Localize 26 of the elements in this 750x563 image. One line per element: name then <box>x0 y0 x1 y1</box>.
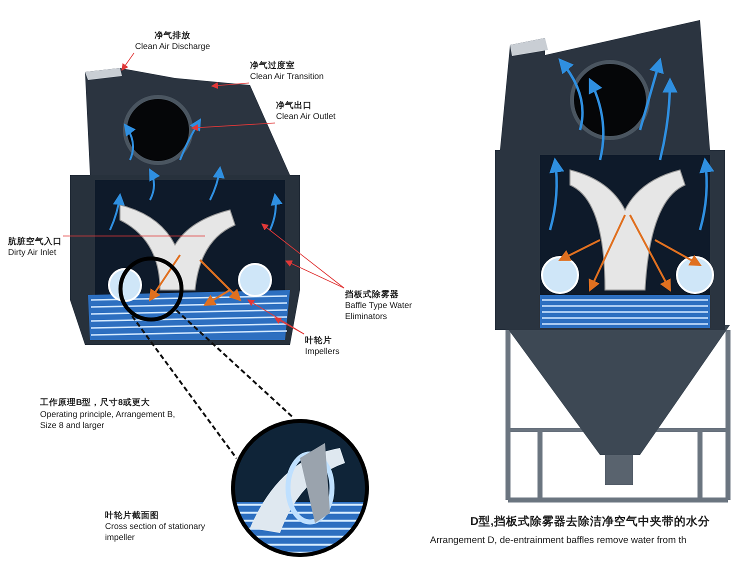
callout-label: Clean Air Transition <box>250 71 324 82</box>
dashed-line <box>176 309 295 419</box>
callout-label: Clean Air Outlet <box>276 111 336 122</box>
callout-label: 挡板式除雾器 <box>345 289 400 300</box>
dashed-line <box>131 315 238 459</box>
callout-label: 净气排放 <box>154 30 192 41</box>
callout-label: 肮脏空气入口 <box>8 236 62 247</box>
leader-line <box>285 260 344 288</box>
leader-line <box>211 82 250 89</box>
callout-label: Impellers <box>305 346 340 357</box>
callout-label: 净气出口 <box>276 100 313 111</box>
caption-text: 工作原理B型，尺寸8或更大 <box>40 397 151 408</box>
leader-line <box>274 318 304 334</box>
callout-label: Dirty Air Inlet <box>8 247 58 258</box>
caption-text: Operating principle, Arrangement B, Size 8 and larger <box>40 409 176 431</box>
caption-text: Arrangement D, de-entrainment baffles remove water from th <box>430 535 688 547</box>
callout-label: 叶轮片 <box>305 335 333 346</box>
callout-label: Clean Air Discharge <box>135 41 210 52</box>
leader-line <box>247 299 304 334</box>
caption-text: 叶轮片截面图 <box>105 510 160 521</box>
leader-line <box>261 223 344 288</box>
callout-label: 净气过度室 <box>250 60 296 71</box>
callout-label: Baffle Type Water Eliminators <box>345 300 413 322</box>
caption-text: Cross section of stationary impeller <box>105 521 206 543</box>
leader-line <box>121 52 134 71</box>
caption-text: D型,挡板式除雾器去除洁净空气中夹带的水分 <box>469 515 711 529</box>
